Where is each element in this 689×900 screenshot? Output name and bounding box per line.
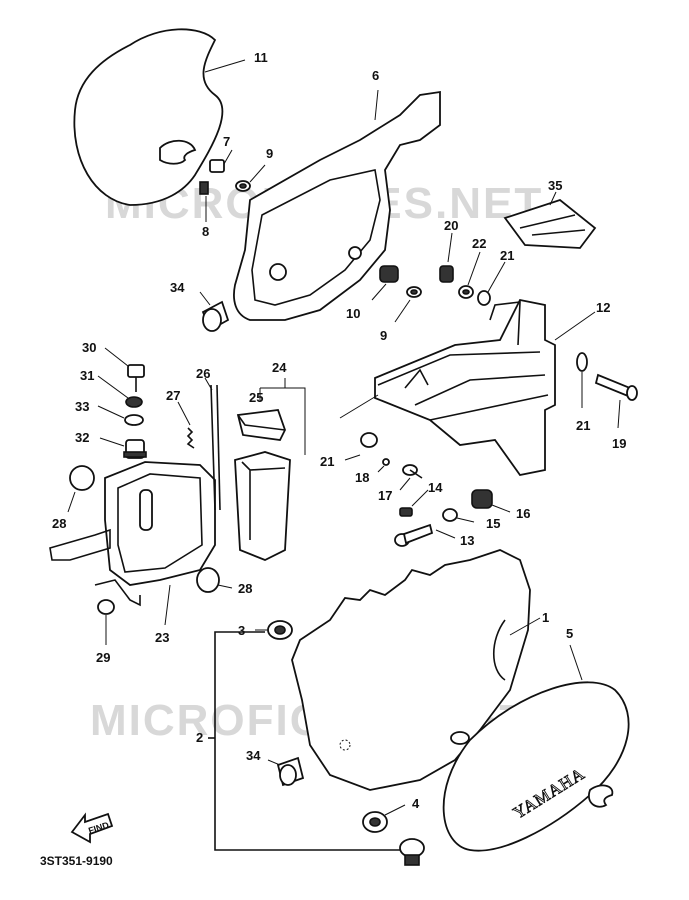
bolt-30 <box>104 347 145 392</box>
callout-22: 22 <box>472 236 486 251</box>
callout-21-right: 21 <box>576 418 590 433</box>
callout-23: 23 <box>155 630 169 645</box>
washer-33 <box>97 405 144 426</box>
callouts: 11 6 7 9 8 35 20 22 21 34 10 9 12 30 31 … <box>52 50 626 811</box>
screw-7 <box>209 149 233 173</box>
callout-10: 10 <box>346 306 360 321</box>
battery-box-12 <box>339 298 596 476</box>
callout-7: 7 <box>223 134 230 149</box>
callout-8: 8 <box>202 224 209 239</box>
callout-14: 14 <box>428 480 443 495</box>
washer-21-right <box>576 352 588 408</box>
washer-21-left <box>344 432 378 461</box>
spring-8 <box>199 181 209 222</box>
collar-34-lower <box>267 756 305 787</box>
nut-3 <box>255 620 293 640</box>
callout-1: 1 <box>542 610 549 625</box>
washer-31 <box>97 375 143 408</box>
nut-29 <box>97 599 115 645</box>
callout-9-lower: 9 <box>380 328 387 343</box>
nut-18 <box>377 458 390 473</box>
callout-33: 33 <box>75 399 89 414</box>
grommet-32 <box>99 437 147 459</box>
callout-26: 26 <box>196 366 210 381</box>
callout-24: 24 <box>272 360 287 375</box>
find-arrow-icon: FIND <box>70 812 114 844</box>
washer-21-upper <box>477 261 506 306</box>
callout-5: 5 <box>566 626 573 641</box>
callout-31: 31 <box>80 368 94 383</box>
screw-13 <box>394 523 456 547</box>
callout-28-left: 28 <box>52 516 66 531</box>
battery-band-35 <box>503 191 597 249</box>
cap-28-left <box>67 465 95 513</box>
rod-26 <box>204 377 221 511</box>
cap-25 <box>236 409 286 441</box>
callout-28-right: 28 <box>238 581 252 596</box>
callout-16: 16 <box>516 506 530 521</box>
side-cover-1 <box>291 549 541 791</box>
callout-34-upper: 34 <box>170 280 185 295</box>
washer-22 <box>458 251 481 299</box>
callout-9-upper: 9 <box>266 146 273 161</box>
diagram-code: 3ST351-9190 <box>40 854 113 868</box>
screw-17 <box>399 464 423 491</box>
grommet-10 <box>371 265 399 301</box>
callout-4: 4 <box>412 796 420 811</box>
callout-3: 3 <box>238 623 245 638</box>
callout-27: 27 <box>166 388 180 403</box>
washer-9-upper <box>235 164 266 192</box>
callout-25: 25 <box>249 390 263 405</box>
callout-6: 6 <box>372 68 379 83</box>
grommet-16 <box>471 489 511 513</box>
bracket-line-2 <box>208 631 400 851</box>
callout-13: 13 <box>460 533 474 548</box>
side-cover-decal-11 <box>73 28 246 206</box>
callout-35: 35 <box>548 178 562 193</box>
washer-9-lower <box>394 286 422 323</box>
cap-28-right <box>196 567 233 593</box>
spring-14 <box>399 489 429 517</box>
callout-30: 30 <box>82 340 96 355</box>
grommet-20 <box>439 232 454 283</box>
callout-17: 17 <box>378 488 392 503</box>
callout-20: 20 <box>444 218 458 233</box>
battery-holder-23 <box>49 461 216 626</box>
holder-24 <box>234 378 306 561</box>
side-cover-bracket-6 <box>233 89 441 321</box>
washer-15 <box>442 508 475 523</box>
bolt-19 <box>594 373 638 429</box>
screw-2-group <box>399 838 425 866</box>
collar-34-upper <box>199 291 230 332</box>
grommet-4 <box>362 804 406 833</box>
callout-19: 19 <box>612 436 626 451</box>
callout-11: 11 <box>254 50 268 65</box>
spring-27 <box>177 401 195 449</box>
callout-32: 32 <box>75 430 89 445</box>
callout-2: 2 <box>196 730 203 745</box>
callout-18: 18 <box>355 470 369 485</box>
callout-21-upper: 21 <box>500 248 514 263</box>
callout-12: 12 <box>596 300 610 315</box>
callout-29: 29 <box>96 650 110 665</box>
callout-21-left: 21 <box>320 454 334 469</box>
callout-15: 15 <box>486 516 500 531</box>
callout-34-lower: 34 <box>246 748 261 763</box>
